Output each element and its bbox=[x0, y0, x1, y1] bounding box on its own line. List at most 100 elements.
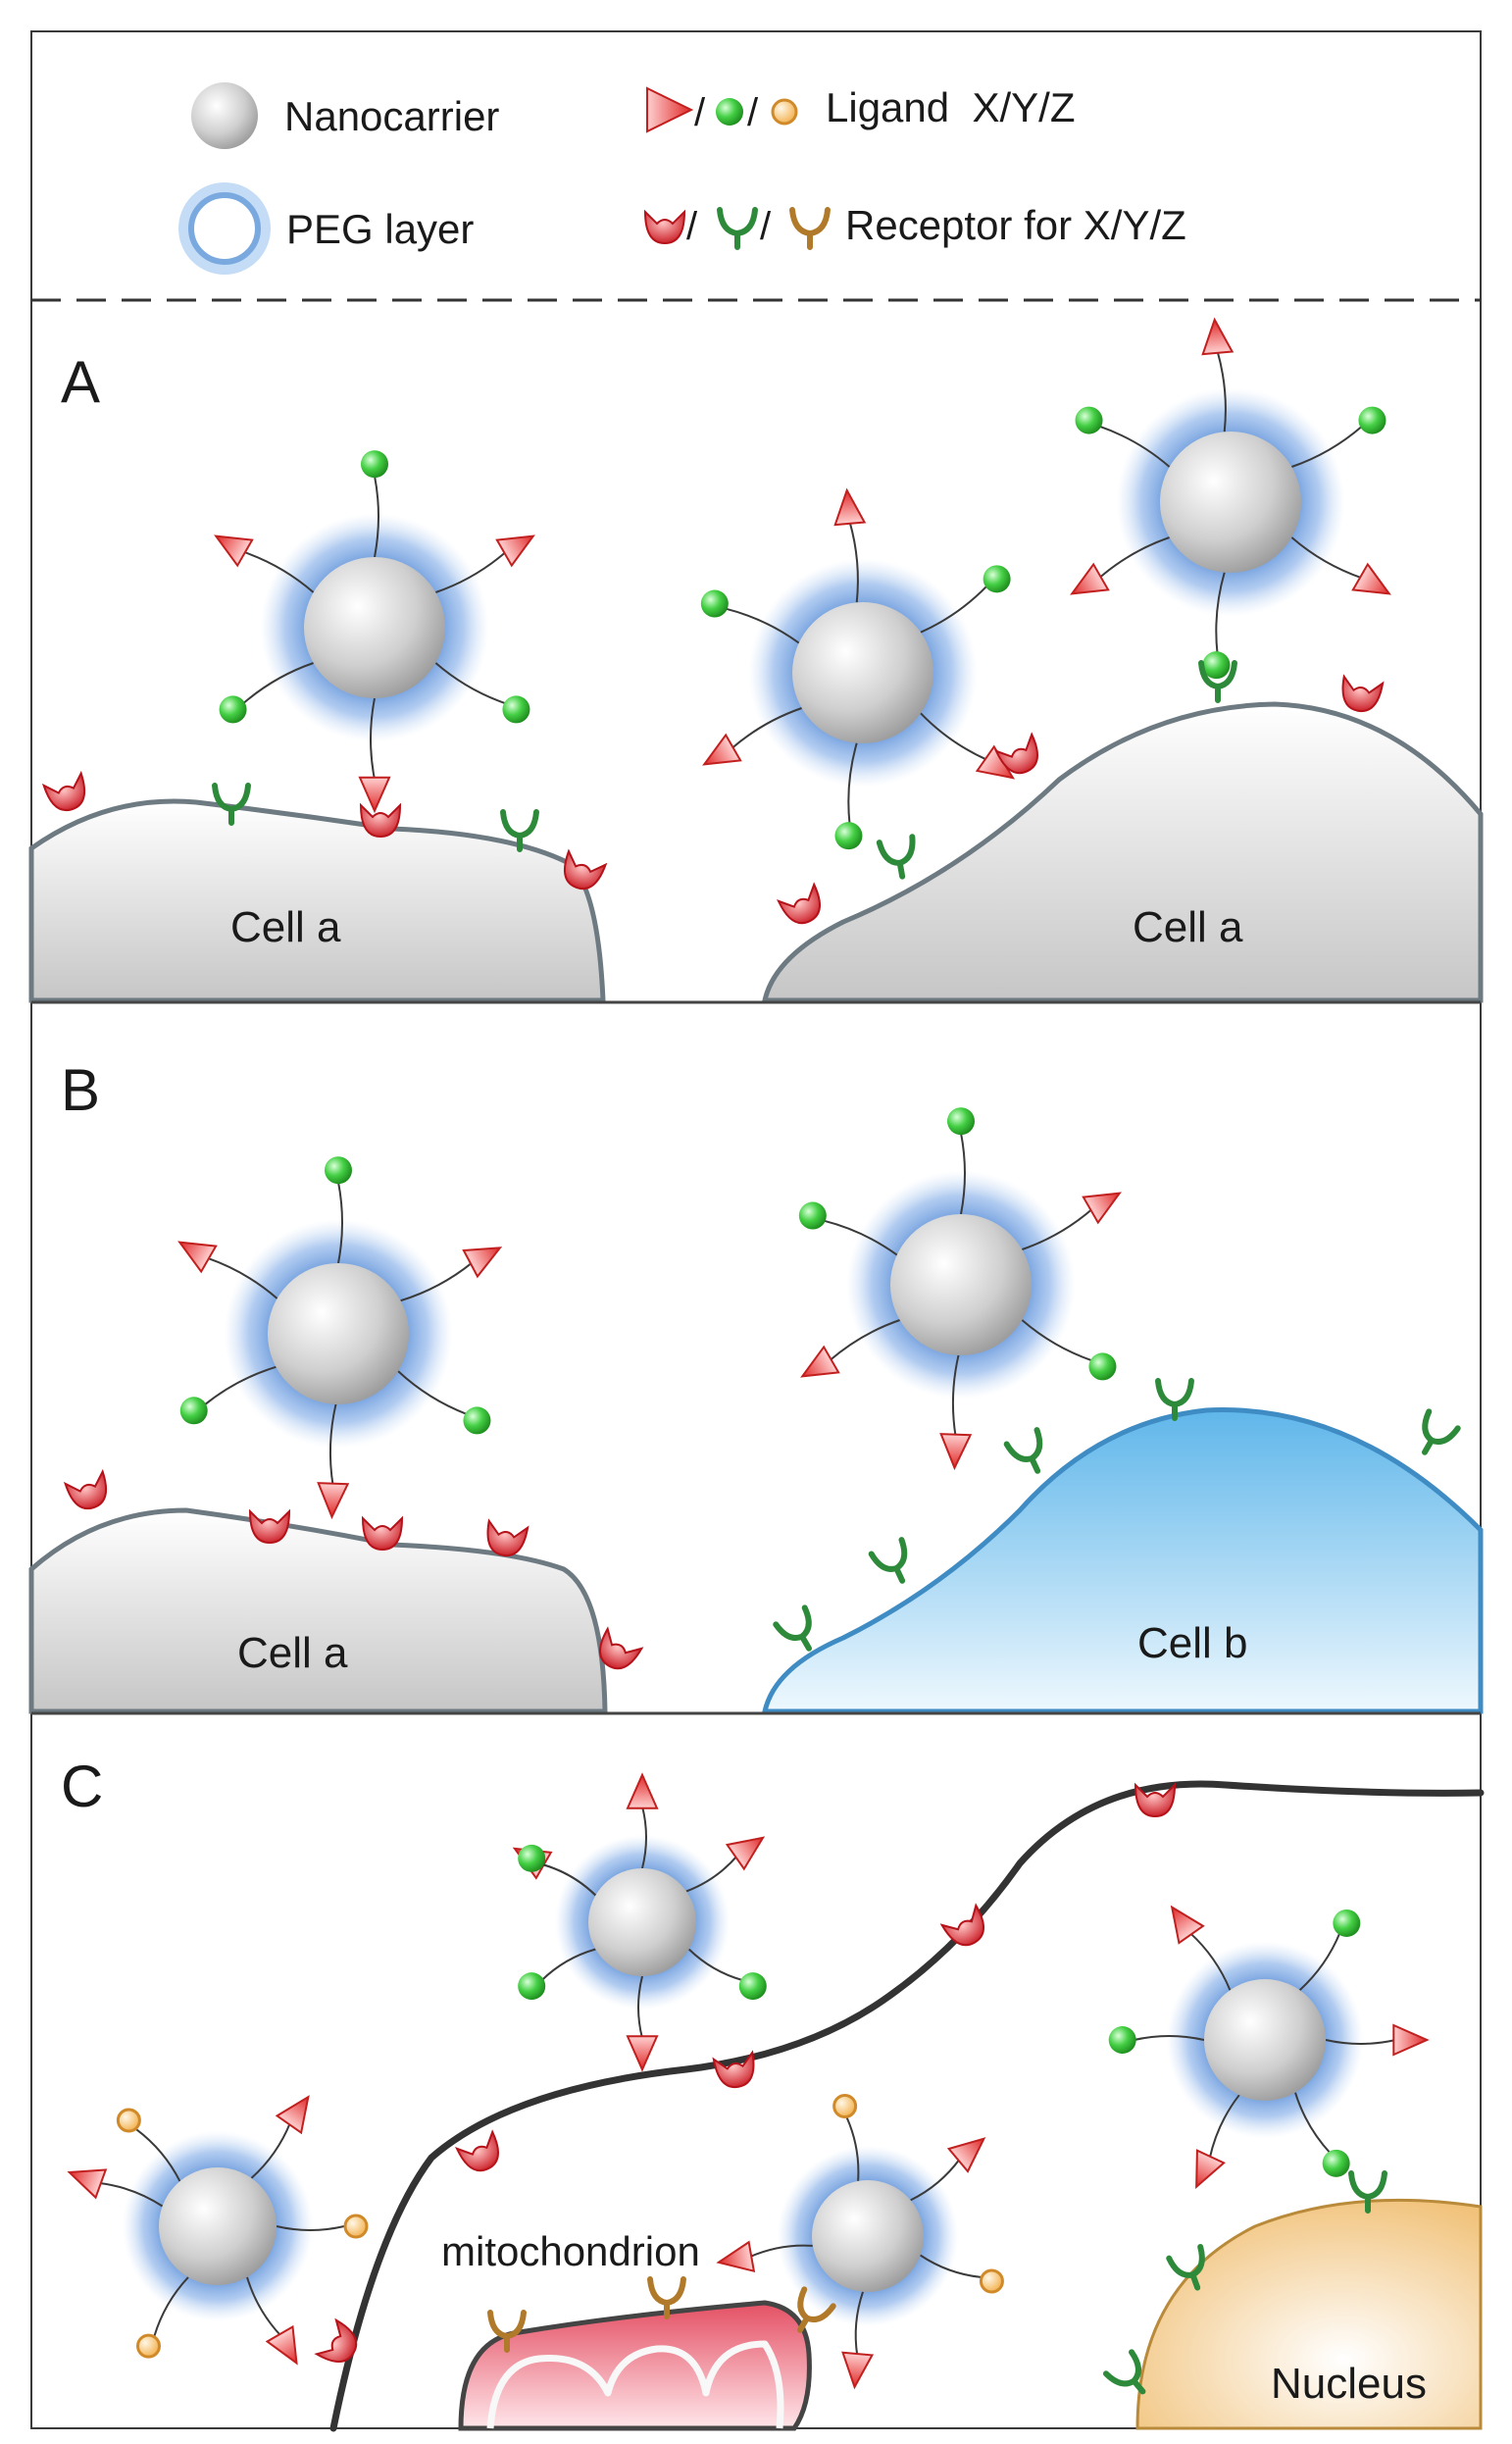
receptor-x bbox=[41, 770, 86, 812]
linker bbox=[276, 2225, 345, 2231]
panel-b: B Cell a Cell b bbox=[28, 1057, 1484, 1715]
receptor-z bbox=[487, 2310, 527, 2353]
panel-b-cell-right-label: Cell b bbox=[1137, 1619, 1248, 1667]
nanocarrier-core bbox=[890, 1214, 1032, 1355]
receptor-x bbox=[994, 732, 1038, 775]
linker bbox=[246, 2276, 282, 2337]
ligand-y bbox=[1322, 2149, 1350, 2177]
receptor-y-icon bbox=[717, 207, 758, 250]
linker bbox=[854, 2291, 864, 2357]
linker bbox=[1294, 2092, 1332, 2155]
linker bbox=[960, 1133, 966, 1215]
nanocarrier bbox=[67, 2095, 369, 2366]
panel-a-letter: A bbox=[61, 349, 100, 415]
nanocarrier-core bbox=[268, 1263, 409, 1404]
ligand-x bbox=[265, 2324, 298, 2366]
ligand-y bbox=[518, 1844, 546, 1872]
linker bbox=[687, 1948, 743, 1982]
nanocarrier-core bbox=[792, 602, 933, 743]
linker bbox=[920, 585, 988, 634]
ligand-x bbox=[358, 776, 391, 814]
ligand-y bbox=[1358, 406, 1386, 434]
ligand-y bbox=[361, 450, 388, 479]
panel-a-cell-left-label: Cell a bbox=[230, 903, 341, 951]
ligand-z-icon bbox=[771, 98, 798, 126]
ligand-x bbox=[725, 1836, 766, 1871]
linker bbox=[920, 712, 988, 761]
receptor-y bbox=[1102, 2349, 1146, 2395]
linker bbox=[685, 1855, 738, 1893]
panel-b-letter: B bbox=[61, 1057, 100, 1123]
receptor-x bbox=[361, 1515, 404, 1552]
ligand-x bbox=[833, 487, 867, 527]
ligand-x bbox=[177, 1241, 218, 1274]
ligand-x bbox=[841, 2351, 875, 2390]
nanocarrier bbox=[700, 487, 1016, 850]
linker bbox=[1188, 1932, 1232, 1991]
linker bbox=[135, 2128, 181, 2182]
ligand-x bbox=[716, 2240, 756, 2273]
ligand-z bbox=[979, 2268, 1004, 2294]
ligand-x bbox=[1170, 1905, 1205, 1945]
receptor-z-icon bbox=[789, 207, 831, 250]
receptor-y bbox=[1166, 2244, 1205, 2291]
panel-c: C mitochondrion Nucleus bbox=[61, 1754, 1485, 2432]
linker bbox=[1216, 350, 1227, 433]
ligand-sep-1: / bbox=[694, 91, 706, 134]
linker bbox=[920, 2254, 982, 2278]
linker bbox=[370, 697, 376, 780]
linker bbox=[1290, 536, 1363, 580]
receptor-x bbox=[777, 882, 821, 925]
ligand-z bbox=[343, 2214, 369, 2239]
ligand-x bbox=[1070, 562, 1110, 595]
panel-a-cell-right bbox=[761, 701, 1484, 1003]
linker bbox=[374, 476, 379, 558]
receptor-sep-1: / bbox=[686, 205, 698, 248]
linker bbox=[203, 1365, 277, 1406]
ligand-x bbox=[1351, 562, 1391, 595]
receptor-y bbox=[876, 834, 916, 880]
linker bbox=[641, 1806, 647, 1869]
linker bbox=[1291, 425, 1363, 468]
nanocarrier bbox=[512, 1772, 767, 2072]
ligand-y bbox=[502, 695, 530, 724]
receptor-y bbox=[1422, 1408, 1461, 1455]
legend-nanocarrier-label: Nanocarrier bbox=[284, 93, 499, 139]
ligand-y bbox=[325, 1156, 352, 1185]
legend-ligand-label: Ligand X/Y/Z bbox=[826, 84, 1075, 130]
linker bbox=[540, 1948, 596, 1981]
ligand-sep-2: / bbox=[747, 91, 759, 134]
linker bbox=[1325, 2039, 1396, 2045]
linker bbox=[1215, 572, 1226, 654]
linker bbox=[1022, 1207, 1093, 1250]
ligand-z bbox=[136, 2333, 161, 2359]
linker bbox=[1134, 2035, 1205, 2041]
ligand-y bbox=[834, 822, 863, 850]
linker bbox=[910, 2158, 961, 2202]
linker bbox=[242, 550, 315, 593]
ligand-y bbox=[463, 1406, 491, 1435]
linker bbox=[823, 1219, 898, 1256]
linker bbox=[434, 662, 507, 705]
nanocarrier-core bbox=[159, 2167, 277, 2285]
linker bbox=[637, 1975, 643, 2039]
ligand-x-icon bbox=[646, 86, 694, 133]
linker bbox=[328, 1403, 337, 1486]
receptor-x bbox=[248, 1508, 291, 1545]
ligand-y bbox=[1108, 2026, 1136, 2054]
linker bbox=[829, 1319, 900, 1362]
ligand-z bbox=[832, 2093, 858, 2118]
panel-b-cell-left-label: Cell a bbox=[237, 1629, 348, 1677]
legend-peg-label: PEG layer bbox=[286, 206, 474, 252]
receptor-x bbox=[359, 802, 402, 839]
linker bbox=[400, 1261, 474, 1302]
ligand-x bbox=[1082, 1192, 1122, 1225]
linker bbox=[153, 2276, 189, 2337]
receptor-sep-2: / bbox=[760, 205, 772, 248]
linker bbox=[848, 521, 859, 603]
ligand-x bbox=[702, 733, 742, 766]
receptor-x bbox=[712, 2050, 755, 2089]
ligand-y bbox=[1333, 1909, 1361, 1937]
nucleus-label: Nucleus bbox=[1271, 2360, 1427, 2408]
